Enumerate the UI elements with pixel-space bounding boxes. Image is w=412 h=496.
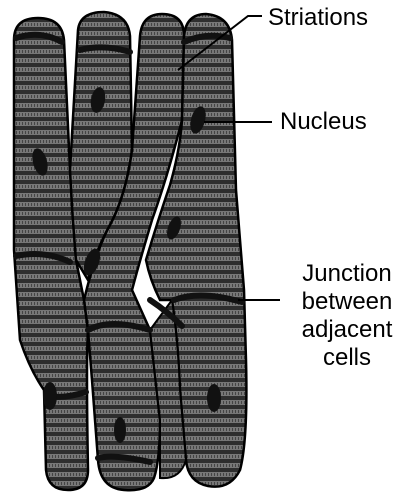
striations-label: Striations bbox=[268, 4, 368, 32]
nucleus bbox=[43, 382, 57, 410]
nucleus bbox=[207, 384, 221, 412]
junction-label-line-2: between bbox=[288, 288, 406, 316]
junction-label-line-3: adjacent bbox=[288, 316, 406, 344]
junction-label: Junction between adjacent cells bbox=[288, 260, 406, 372]
nucleus-label: Nucleus bbox=[280, 108, 367, 136]
junction-label-line-1: Junction bbox=[288, 260, 406, 288]
junction-label-line-4: cells bbox=[288, 344, 406, 372]
nucleus bbox=[114, 417, 126, 443]
